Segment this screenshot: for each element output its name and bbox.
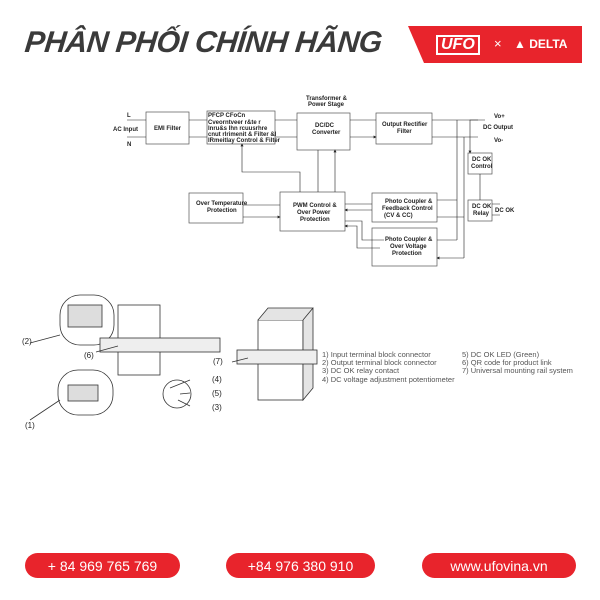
ovp-box [371,227,438,267]
brand-separator: × [494,36,502,51]
emi-filter-box [145,111,190,145]
rectifier-label: Output Rectifier [382,122,428,128]
pwm-box [279,191,346,232]
callout-2: (2) [22,337,32,346]
dcdc-label: DC/DC [315,123,335,129]
pwm-label: Over Power [297,210,331,216]
legend-item: 4) DC voltage adjustment potentiometer [322,374,455,384]
ovp-label: Photo Coupler & [385,237,433,243]
callout-4: (4) [212,375,222,384]
vo-plus-label: Vo+ [494,114,505,120]
dcok-relay-label: DC OK [472,204,492,210]
product-illustration [29,294,318,421]
transformer-label: Transformer & [306,96,348,102]
pfc-line: Cveorntveer r&te r [208,120,261,126]
callout-3: (3) [212,403,222,412]
website-button[interactable]: www.ufovina.vn [422,553,576,578]
emi-label: EMI Filter [154,126,182,132]
feedback-label: Feedback Control [382,206,433,212]
callout-6: (6) [84,351,94,360]
callout-1: (1) [25,421,35,430]
label-L: L [127,113,131,119]
rectifier-label: Filter [397,129,412,135]
feedback-label: Photo Coupler & [385,199,433,205]
dcok-relay-label: Relay [473,211,490,217]
callout-7: (7) [213,357,223,366]
over-temp-box [188,192,244,224]
over-temp-label: Protection [207,208,237,214]
legend-right: 5) DC OK LED (Green) 6) QR code for prod… [462,350,573,376]
delta-logo: ▲ DELTA [514,37,568,51]
legend-left: 1) Input terminal block connector 2) Out… [322,350,455,384]
pwm-label: Protection [300,217,330,223]
pwm-label: PWM Control & [293,203,337,209]
rectifier-box [375,112,433,145]
pfc-box [206,110,276,145]
feedback-box [371,192,438,223]
pfc-line: Inru&s Ihn rcuusrhre [208,126,268,132]
legend-item: 1) Input terminal block connector [322,350,431,359]
legend-item: 5) DC OK LED (Green) [462,350,540,359]
callout-5: (5) [212,389,222,398]
legend-item: 6) QR code for product link [462,358,552,368]
over-temp-label: Over Temperature [196,201,248,207]
dcdc-label: Converter [312,130,341,136]
feedback-label: (CV & CC) [384,213,413,219]
pfc-line: IRmeitlay Control & Filter [208,138,281,144]
label-ac-input: AC Input [113,127,138,133]
ovp-label: Protection [392,251,422,257]
ufo-logo: UFO [436,35,480,55]
pfc-line: PFCP CFoCn [208,113,246,119]
dcok-control-label: DC OK [472,157,492,163]
dc-ok-label: DC OK [495,208,515,214]
delta-logo-text: DELTA [529,37,568,51]
legend-item: 3) DC OK relay contact [322,366,400,376]
transformer-label: Power Stage [308,102,345,108]
brand-banner: UFO × ▲ DELTA [408,26,582,63]
legend-item: 7) Universal mounting rail system [462,366,573,376]
pfc-line: cnut rlrimenit & Filter &I [208,132,277,138]
legend-item: 2) Output terminal block connector [322,358,437,368]
label-N: N [127,142,131,148]
vo-minus-label: Vo- [494,138,503,144]
dcdc-box [296,112,351,151]
ovp-label: Over Voltage [390,244,427,250]
phone-2-button[interactable]: +84 976 380 910 [226,553,375,578]
dc-output-label: DC Output [483,125,513,131]
phone-1-button[interactable]: + 84 969 765 769 [25,553,180,578]
dcok-control-label: Control [471,164,493,170]
